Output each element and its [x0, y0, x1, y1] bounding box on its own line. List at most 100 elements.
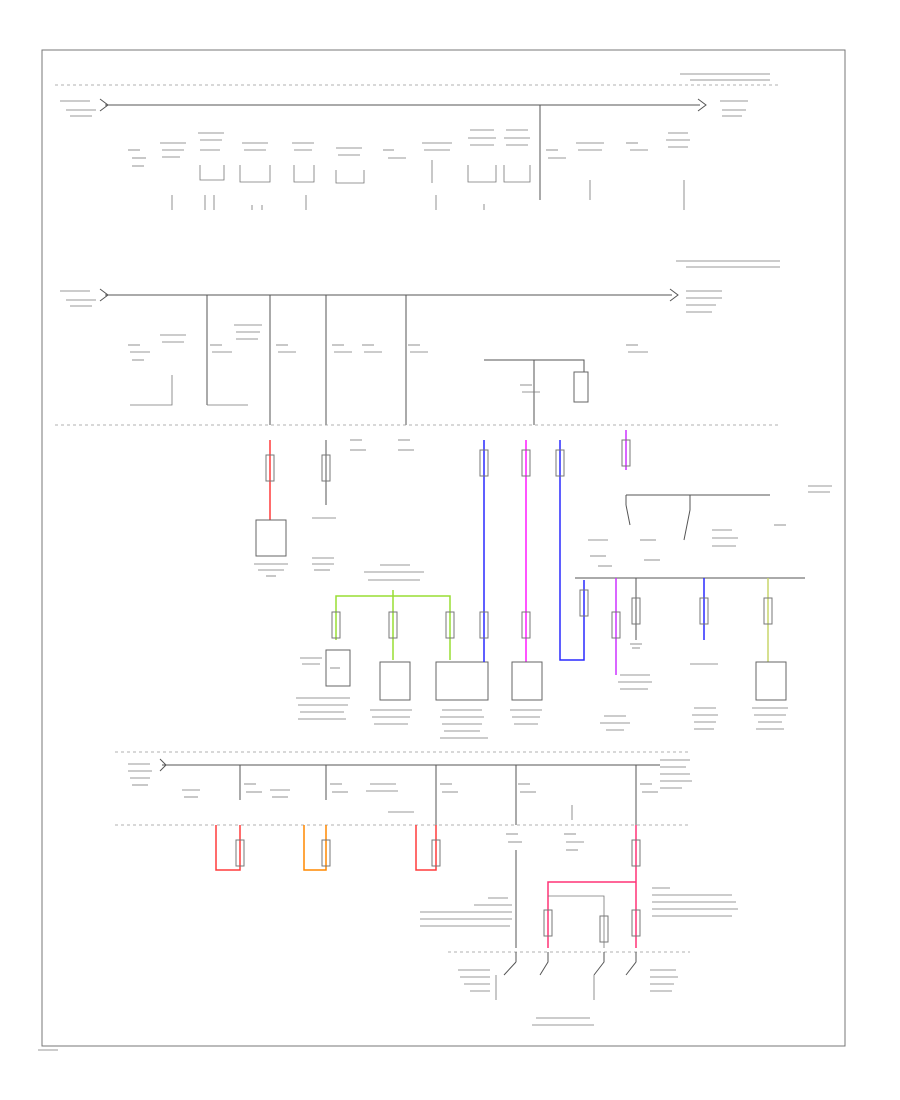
- switch-icon: [593, 952, 637, 976]
- wire-blue: [559, 440, 585, 661]
- fuse-icon: [210, 344, 232, 353]
- load-box: [511, 661, 543, 701]
- wire-gauge-mark: [331, 611, 341, 639]
- wire-gauge-mark: [599, 915, 609, 943]
- wire-gauge-mark: [479, 449, 489, 477]
- component-label: [270, 789, 290, 798]
- wire-gauge-mark: [445, 611, 455, 639]
- relay-block: [292, 142, 315, 183]
- wire-gauge-mark: [479, 611, 489, 639]
- load-label: [752, 707, 788, 730]
- load-label: [254, 563, 288, 577]
- fuse-icon: [546, 149, 566, 159]
- connector-icon: [669, 288, 679, 302]
- feed-label-right: [686, 290, 722, 313]
- section-4-footer: [532, 1017, 594, 1026]
- wire-red: [415, 825, 437, 871]
- section-3-label: [808, 485, 832, 493]
- load-label: [296, 657, 350, 720]
- relay-coil: [573, 371, 589, 403]
- wire-gauge-mark: [631, 597, 641, 625]
- load-box: [755, 661, 787, 701]
- load-box: [255, 519, 287, 557]
- fuse-icon: [362, 344, 382, 353]
- fuse-box-section-1: [55, 73, 780, 210]
- fuse-icon: [330, 783, 348, 793]
- connector-icon: [99, 288, 109, 302]
- load-box: [435, 661, 489, 701]
- fuse-icon: [440, 783, 458, 793]
- fuse-box-section-2: [55, 260, 780, 426]
- fuse-icon: [640, 783, 658, 793]
- wire-gauge-mark: [521, 611, 531, 639]
- wire-gauge-mark: [621, 439, 631, 467]
- fuse-icon: [518, 783, 536, 793]
- relay-block: [198, 132, 225, 181]
- relay-block: [503, 129, 531, 183]
- component-label: [366, 783, 414, 813]
- fuse-icon: [626, 344, 648, 353]
- component-label: [420, 897, 512, 927]
- component-label: [234, 324, 262, 340]
- connector-icon: [99, 98, 109, 112]
- fuse-icon: [128, 149, 146, 167]
- section-4-title: [660, 759, 692, 789]
- feed-label-left: [60, 290, 96, 307]
- load-label: [600, 715, 630, 731]
- fuse-icon: [332, 344, 352, 353]
- relay-block: [335, 147, 365, 184]
- wire-pink: [547, 881, 636, 948]
- component-label: [576, 142, 604, 200]
- feed-label-left: [60, 100, 96, 117]
- section-2-title: [676, 260, 780, 268]
- component-label: [364, 564, 424, 581]
- wire-gauge-mark: [611, 611, 621, 639]
- section-1-title: [680, 73, 770, 81]
- relay-block: [239, 142, 271, 183]
- load-label: [690, 663, 718, 730]
- ground-icon: [630, 643, 642, 649]
- component-label: [458, 969, 490, 992]
- wire-gauge-mark: [763, 597, 773, 625]
- connector-icon: [159, 758, 167, 772]
- switch-icon: [625, 495, 691, 541]
- wiring-section: [254, 430, 832, 739]
- fuse-icon: [383, 149, 406, 159]
- component-label: [588, 524, 786, 567]
- wire-gauge-mark: [699, 597, 709, 625]
- wire-gauge-mark: [579, 589, 589, 617]
- component-label: [422, 142, 452, 183]
- fuse-box-section-4: [115, 751, 738, 1026]
- fuse-icon: [520, 384, 540, 393]
- component-label: [160, 334, 186, 343]
- connector-icon: [506, 833, 584, 851]
- wire-red: [215, 825, 241, 871]
- wire-orange: [303, 825, 327, 871]
- wire-gauge-mark: [235, 839, 245, 867]
- load-label: [370, 709, 412, 725]
- load-label: [618, 674, 652, 690]
- diagram-frame: [41, 49, 846, 1047]
- wire-gauge-mark: [388, 611, 398, 639]
- wire-gauge-mark: [631, 839, 641, 867]
- switch-icon: [503, 952, 549, 976]
- relay-block: [467, 129, 497, 183]
- component-label: [160, 142, 186, 158]
- fuse-icon: [244, 783, 262, 793]
- component-label: [652, 887, 738, 917]
- connector-icon: [697, 98, 707, 112]
- load-label: [312, 557, 334, 571]
- component-label: [182, 789, 200, 798]
- fuse-icon: [128, 344, 150, 361]
- wire-gauge-mark: [431, 839, 441, 867]
- load-label: [440, 709, 488, 739]
- fuse-icon: [408, 344, 428, 353]
- load-label: [510, 709, 542, 725]
- load-box: [379, 661, 411, 701]
- wire-gauge-mark: [265, 454, 275, 482]
- fuse-icon: [626, 142, 648, 151]
- wire-gauge-mark: [321, 839, 331, 867]
- wire-gauge-mark: [543, 909, 553, 937]
- component-label: [666, 132, 690, 210]
